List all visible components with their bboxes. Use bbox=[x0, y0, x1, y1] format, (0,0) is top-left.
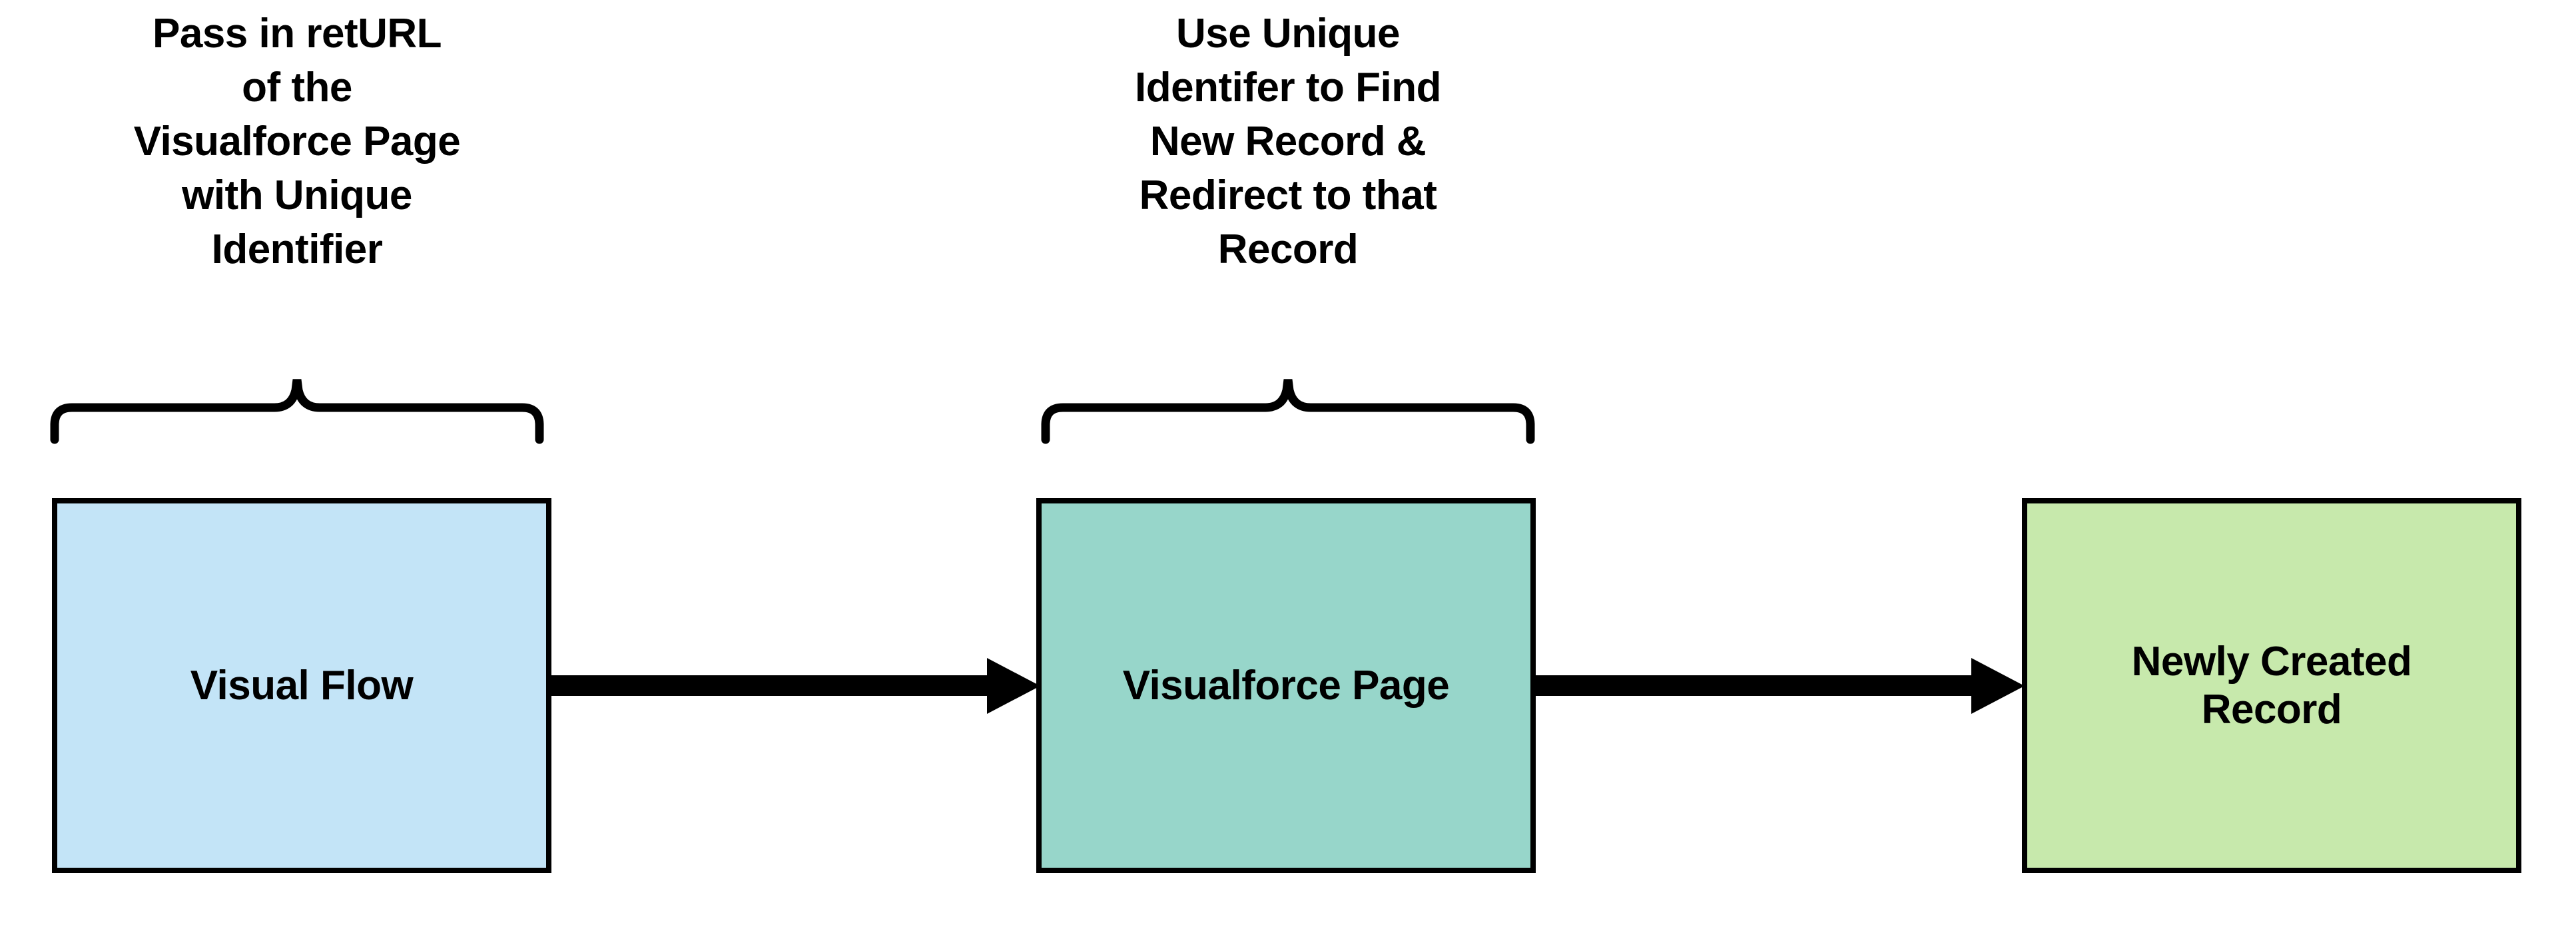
node-newly-created-record[interactable]: Newly Created Record bbox=[2022, 498, 2521, 873]
node-visualforce-page[interactable]: Visualforce Page bbox=[1036, 498, 1536, 873]
annotation-label-use-unique-identifer: Use Unique Identifer to Find New Record … bbox=[1135, 11, 1441, 272]
curly-brace-down-icon bbox=[40, 370, 554, 454]
node-label-visualforce-page: Visualforce Page bbox=[1122, 662, 1450, 709]
node-visual-flow[interactable]: Visual Flow bbox=[52, 498, 551, 873]
arrow-page-to-record-icon bbox=[1532, 653, 2025, 723]
arrow-flow-to-page-icon bbox=[547, 653, 1040, 723]
curly-brace-down-icon bbox=[1031, 370, 1545, 454]
node-label-visual-flow: Visual Flow bbox=[190, 662, 414, 709]
annotation-label-pass-in-returl: Pass in retURL of the Visualforce Page w… bbox=[133, 11, 461, 272]
node-label-newly-created-record: Newly Created Record bbox=[2131, 638, 2412, 733]
